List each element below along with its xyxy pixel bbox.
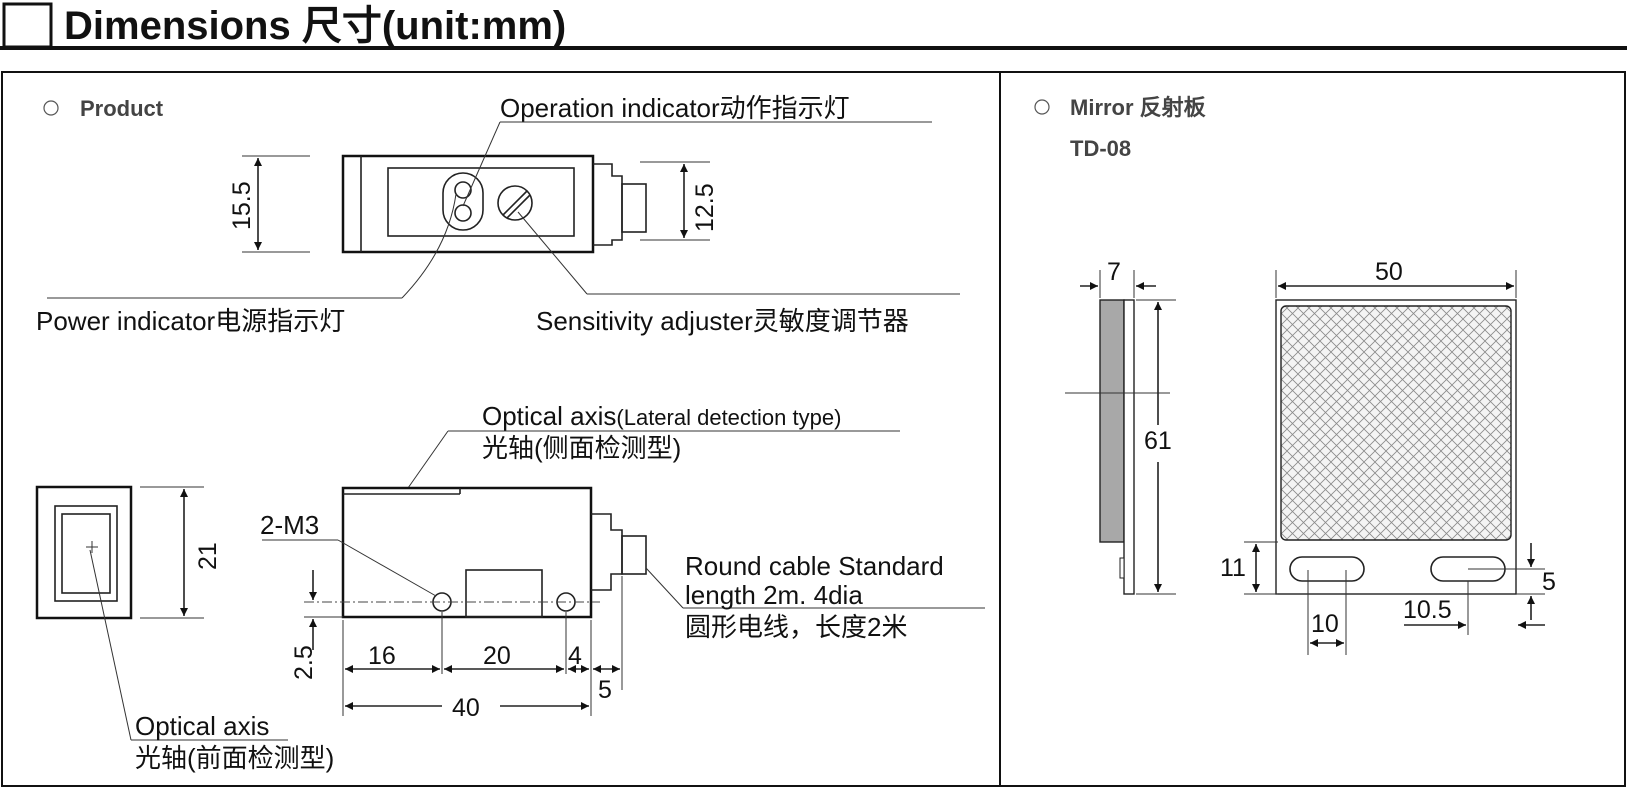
dim-front-height: 21 <box>194 542 222 570</box>
dim-seg-a: 16 <box>368 642 396 670</box>
callout-power-indicator: Power indicator电源指示灯 <box>36 306 345 336</box>
dim-connector-height: 12.5 <box>691 183 719 232</box>
callout-optical-axis-lateral: Optical axis(Lateral detection type) <box>482 401 841 431</box>
mirror-model: TD-08 <box>1070 136 1131 161</box>
dim-slot-spacing: 10.5 <box>1403 596 1452 624</box>
callout-mount-holes: 2-M3 <box>260 510 319 540</box>
dim-seg-c: 4 <box>568 642 582 670</box>
mirror-section-label: Mirror 反射板 <box>1070 95 1207 120</box>
mount-slot-left-icon <box>1289 556 1365 582</box>
dim-slot-height: 11 <box>1220 554 1246 582</box>
sensor-side-view <box>304 486 647 619</box>
power-indicator-lamp-icon <box>454 181 472 199</box>
callout-optical-axis-lateral-cn: 光轴(侧面检测型) <box>482 433 681 463</box>
dim-mirror-thickness: 7 <box>1107 258 1121 286</box>
dim-mirror-width: 50 <box>1375 258 1403 286</box>
mirror-front-view <box>1275 299 1517 595</box>
dim-hole-offset: 2.5 <box>290 645 318 680</box>
callout-cable-line2: length 2m. 4dia <box>685 580 863 610</box>
callout-optical-axis-front: Optical axis <box>135 711 269 741</box>
sensitivity-adjuster-screw-icon <box>497 185 533 221</box>
bullet-circle-icon <box>43 100 59 116</box>
product-panel: Product 15.5 12.5 Operatio <box>35 93 985 773</box>
mirror-side-view <box>1065 299 1170 595</box>
dim-overall-length: 40 <box>452 694 480 722</box>
dim-slot-width: 10 <box>1311 610 1339 638</box>
indicator-pill-icon <box>442 172 484 231</box>
callout-operation-indicator: Operation indicator动作指示灯 <box>500 93 850 123</box>
dim-slot-offset: 5 <box>1542 568 1556 596</box>
page-title: Dimensions 尺寸(unit:mm) <box>64 4 566 48</box>
mirror-panel: Mirror 反射板 TD-08 7 61 50 <box>1034 95 1556 655</box>
dim-cable-offset: 5 <box>598 676 612 704</box>
callout-sensitivity-adjuster: Sensitivity adjuster灵敏度调节器 <box>536 306 909 336</box>
callout-optical-axis-front-cn: 光轴(前面检测型) <box>135 743 334 773</box>
reflector-mesh <box>1280 305 1512 541</box>
product-section-label: Product <box>80 96 164 121</box>
callout-cable-cn: 圆形电线，长度2米 <box>685 612 907 642</box>
sensor-top-view <box>341 154 647 254</box>
operation-indicator-lamp-icon <box>454 204 472 222</box>
sensor-front-view <box>35 485 133 620</box>
dim-body-height: 15.5 <box>228 181 256 230</box>
title-checkbox-icon <box>2 2 53 49</box>
bullet-circle-icon <box>1034 99 1050 115</box>
dim-seg-b: 20 <box>483 642 511 670</box>
panels-frame <box>1 71 1626 787</box>
callout-cable-line1: Round cable Standard <box>685 551 944 581</box>
dim-mirror-height: 61 <box>1144 427 1172 455</box>
